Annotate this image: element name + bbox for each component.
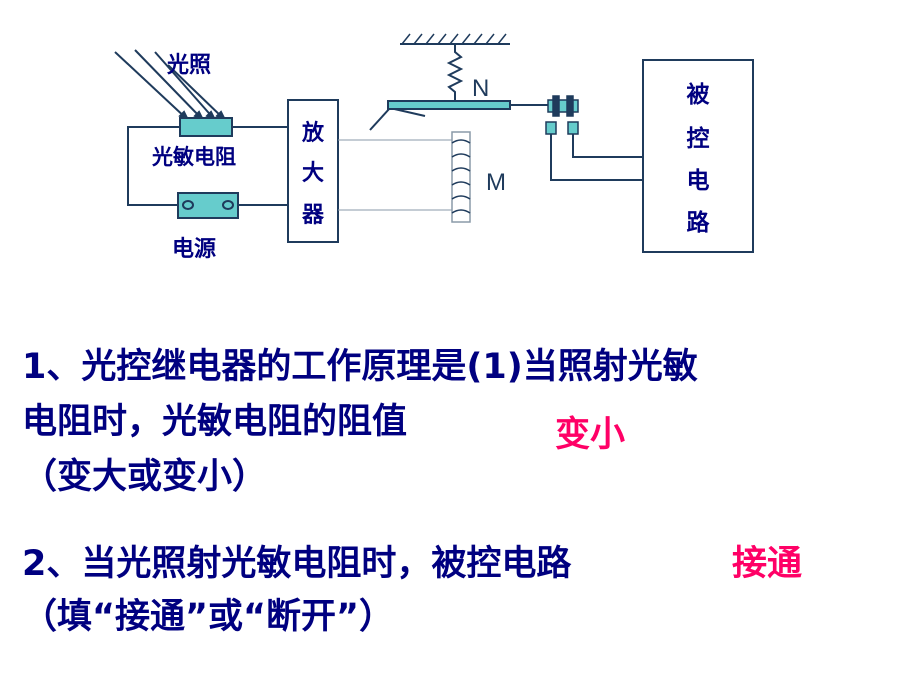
amplifier-box [287,99,339,243]
amplifier-label-3: 器 [301,202,325,228]
controlled-circuit-label-1: 被 [687,81,711,108]
question-1-line-3: （变大或变小） [22,457,268,497]
controlled-wires [550,134,643,181]
armature-pivot [369,107,426,131]
spring-label: N [472,75,489,102]
question-1-line-1: 1、光控继电器的工作原理是(1)当照射光敏 [22,347,698,387]
armature-bar [387,100,511,110]
controlled-circuit-box [642,59,754,253]
power-terminal-right [222,200,234,210]
relay-circuit-diagram: 光照 光敏电阻 电源 放 大 器 N [114,33,754,262]
controlled-circuit-label-3: 电 [687,167,710,194]
controlled-circuit-label-4: 路 [687,209,711,236]
relay-contacts [545,95,579,135]
power-terminal-left [182,200,194,210]
amplifier-label-1: 放 [301,120,325,146]
power-source [177,192,239,219]
photoresistor [179,117,233,137]
question-2-line-1: 2、当光照射光敏电阻时，被控电路 [22,544,572,584]
question-1-line-2: 电阻时，光敏电阻的阻值 [22,402,408,442]
spring [446,44,464,102]
question-2-answer: 接通 [732,544,803,584]
question-2-line-2: （填“接通”或“断开”） [22,597,395,637]
sensor-loop-wires [127,126,288,206]
photoresistor-label: 光敏电阻 [151,144,236,169]
question-1-answer: 变小 [555,415,626,455]
power-label: 电源 [172,236,216,262]
controlled-circuit-label-2: 控 [687,125,710,152]
coil-wires [338,139,455,211]
electromagnet [451,131,471,223]
light-label: 光照 [166,52,211,78]
amplifier-label-2: 大 [302,160,324,186]
electromagnet-label: M [486,169,506,196]
ceiling-support [400,33,510,45]
